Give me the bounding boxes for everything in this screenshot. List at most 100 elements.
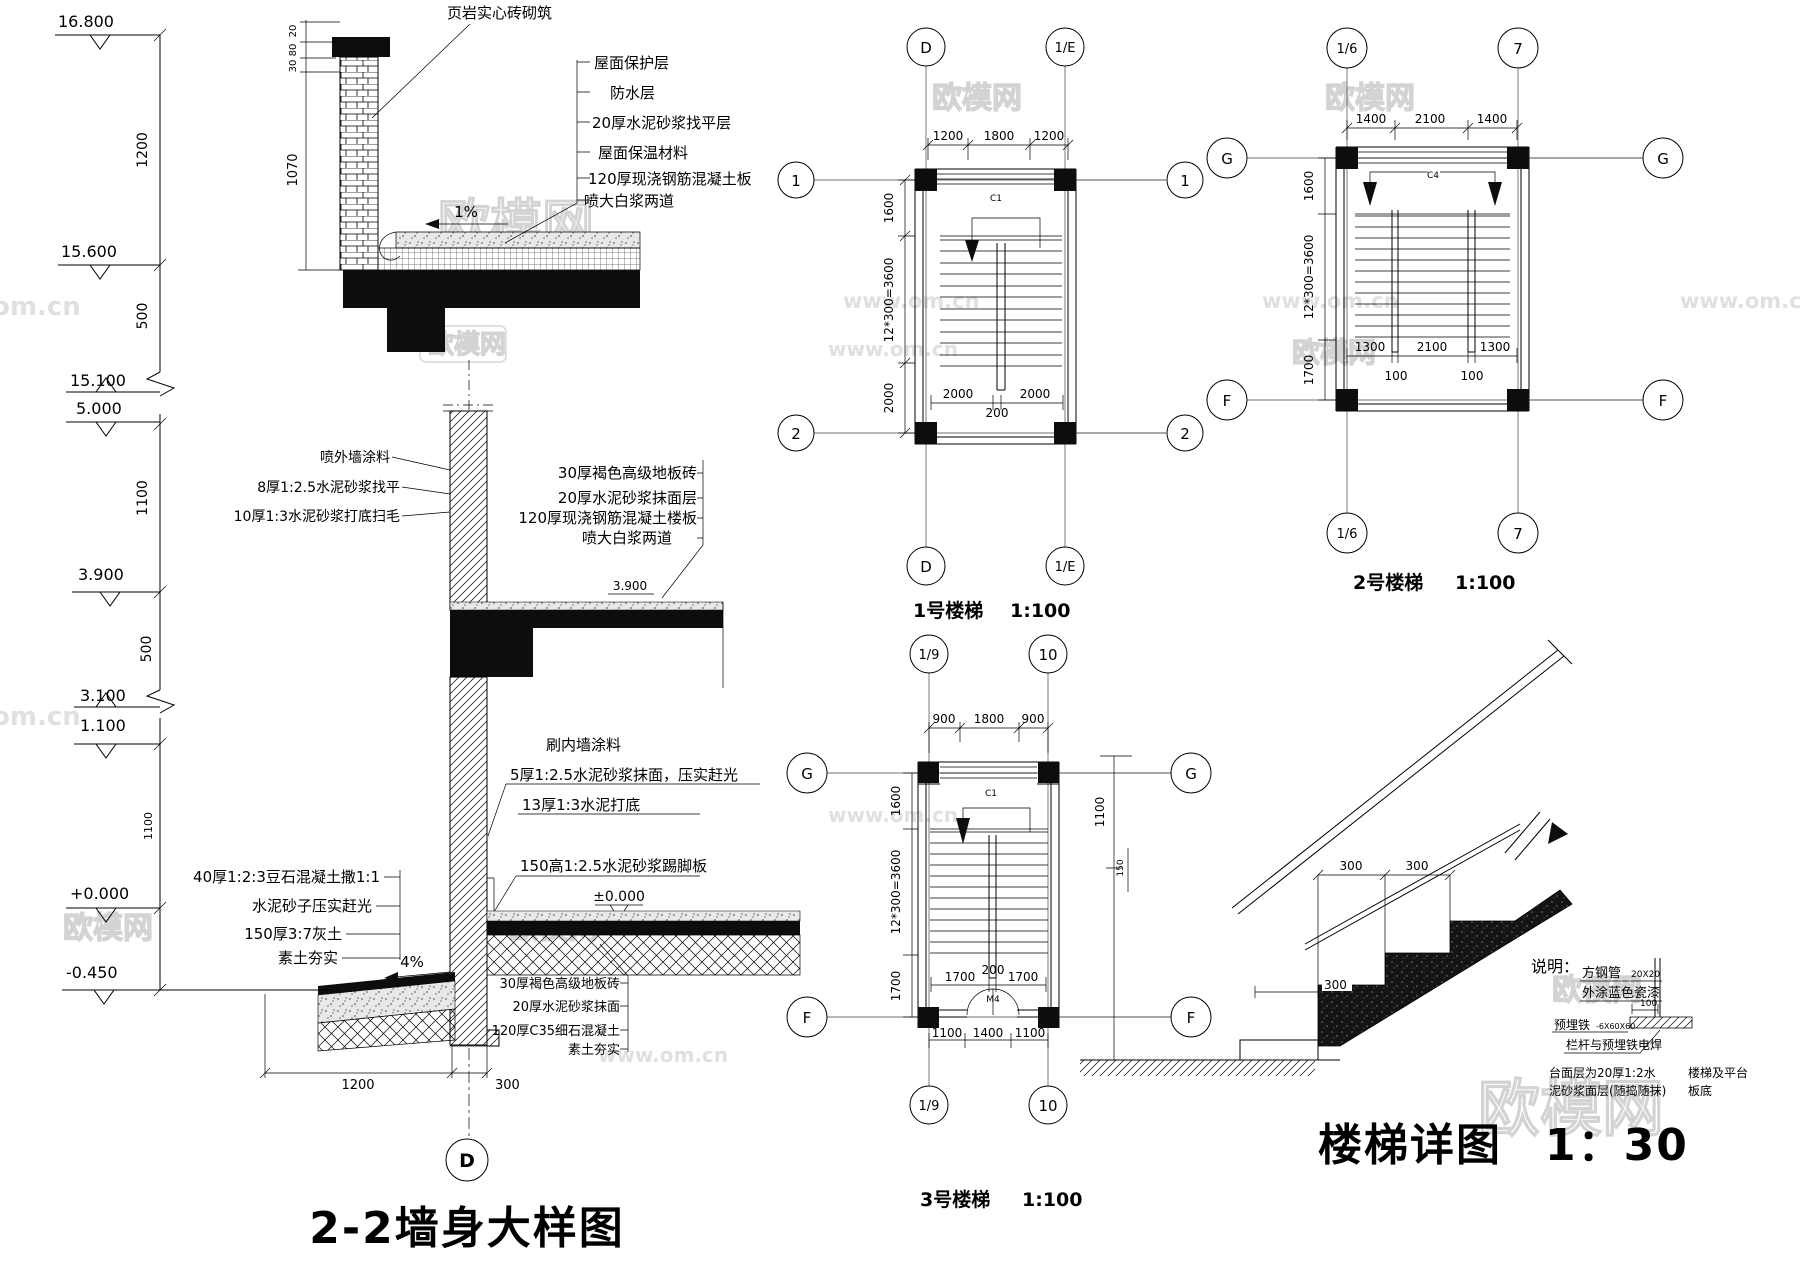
roof-beam bbox=[387, 308, 445, 352]
stair2-dim: 1700 bbox=[1302, 355, 1316, 386]
dim-1100: 1100 bbox=[142, 812, 155, 840]
elevation-m450: -0.450 bbox=[66, 963, 118, 982]
elevation-0000: +0.000 bbox=[70, 884, 129, 903]
stair1-scale: 1:100 bbox=[1010, 600, 1070, 622]
watermark-brand: 欧模网 bbox=[1552, 973, 1642, 1008]
dim-bottom-300: 300 bbox=[495, 1078, 520, 1093]
ground-right-3: 120厚C35细石混凝土 bbox=[492, 1023, 620, 1039]
grid-bubble: D bbox=[920, 558, 932, 576]
stair3-dim: 1700 bbox=[945, 970, 976, 984]
note-surface-right-1: 楼梯及平台 bbox=[1688, 1065, 1748, 1080]
window-label-C4: C4 bbox=[1427, 171, 1439, 181]
stair3-dim: 1100 bbox=[1015, 1026, 1046, 1040]
mid-level-label: 3.900 bbox=[613, 579, 647, 593]
ground-left-4: 素土夯实 bbox=[278, 949, 338, 967]
roof-insulation bbox=[378, 248, 640, 270]
apron-slab bbox=[318, 972, 455, 995]
stair3-dim: 1400 bbox=[973, 1026, 1004, 1040]
grid-bubble: 1 bbox=[1180, 172, 1190, 190]
elevation-16800: 16.800 bbox=[58, 12, 114, 31]
grid-bubble: 1/9 bbox=[919, 1099, 940, 1114]
detail-scale: 1：30 bbox=[1545, 1120, 1689, 1171]
watermark-brand: 欧模网 bbox=[1292, 336, 1376, 369]
detail-dim-300: 300 bbox=[1406, 859, 1429, 873]
grid-bubble: 1/9 bbox=[919, 648, 940, 663]
grid-bubble: 2 bbox=[1180, 425, 1190, 443]
grid-bubble: F bbox=[1187, 1009, 1196, 1027]
grid-bubble-D-label: D bbox=[459, 1150, 475, 1172]
brick-label: 页岩实心砖砌筑 bbox=[447, 4, 552, 22]
mid-floor-3: 120厚现浇钢筋混凝土楼板 bbox=[518, 509, 697, 527]
footing-step bbox=[487, 1030, 499, 1046]
notes-label: 说明： bbox=[1531, 957, 1579, 976]
dim-1100: 1100 bbox=[135, 480, 151, 516]
dim-bottom-1200: 1200 bbox=[341, 1078, 374, 1093]
ground-left-3: 150厚3:7灰土 bbox=[244, 925, 342, 943]
note-surface-1: 台面层为20厚1:2水 bbox=[1549, 1065, 1656, 1080]
stair3-dim: 1700 bbox=[889, 971, 903, 1002]
wall-section: 16.800 15.600 15.100 5.000 3.900 3.100 1… bbox=[55, 4, 800, 1254]
stair2-title: 2号楼梯 bbox=[1353, 571, 1423, 594]
ground-right-4: 素土夯实 bbox=[568, 1043, 620, 1058]
elevation-1100: 1.100 bbox=[80, 716, 126, 735]
roof-layer-4: 屋面保温材料 bbox=[598, 144, 688, 162]
roof-protective-layer bbox=[396, 232, 640, 248]
note-weld: 栏杆与预埋铁电焊 bbox=[1566, 1037, 1662, 1052]
elevation-15600: 15.600 bbox=[61, 242, 117, 261]
stair2-dim: 100 bbox=[1385, 369, 1408, 383]
landing-slab bbox=[1240, 1040, 1318, 1060]
ground-right-2: 20厚水泥砂浆抹面 bbox=[512, 1000, 620, 1015]
window-label-C1: C1 bbox=[990, 194, 1002, 204]
mid-floor-2: 20厚水泥砂浆抹面层 bbox=[558, 489, 697, 507]
embed-plate bbox=[1630, 1017, 1692, 1028]
stair1-dim: 1200 bbox=[1034, 129, 1065, 143]
elevation-markers: 16.800 15.600 15.100 5.000 3.900 3.100 1… bbox=[55, 12, 160, 1004]
grid-bubble: G bbox=[1185, 765, 1197, 783]
watermark-brand: 欧模网 bbox=[63, 911, 153, 946]
stair2-down-arrow bbox=[1488, 182, 1502, 206]
int-finish-2: 5厚1:2.5水泥砂浆抹面，压实赶光 bbox=[510, 766, 738, 784]
door-label-M4: M4 bbox=[986, 995, 1000, 1005]
mid-floor-4: 喷大白浆两道 bbox=[582, 529, 672, 547]
dim-1070: 1070 bbox=[286, 153, 301, 186]
watermark-url: www.om.cn bbox=[843, 289, 980, 313]
stair2-dim: 12*300=3600 bbox=[1302, 235, 1316, 320]
grid-bubble: 1/E bbox=[1055, 41, 1076, 56]
dim-500: 500 bbox=[139, 636, 155, 663]
lower-wall-hatch bbox=[450, 677, 487, 1045]
note-surface-2: 泥砂浆面层(随捣随抹) bbox=[1549, 1083, 1666, 1098]
sloped-roof-line bbox=[1232, 640, 1572, 914]
skirting-line bbox=[487, 878, 494, 913]
grid-bubble: 1/6 bbox=[1337, 42, 1358, 57]
stair2-scale: 1:100 bbox=[1455, 572, 1515, 594]
stair2-dim: 1400 bbox=[1477, 112, 1508, 126]
grid-bubble: 2 bbox=[791, 425, 801, 443]
mid-wall-hatch bbox=[450, 411, 487, 610]
dim-20: 20 bbox=[288, 25, 299, 38]
stair3-dim: 200 bbox=[982, 963, 1005, 977]
stair-plan-3: C1 M4 900 1800 900 1600 12*300=3600 1700… bbox=[787, 635, 1211, 1211]
grid-bubble: F bbox=[1659, 392, 1668, 410]
stair2-dim: 1600 bbox=[1302, 171, 1316, 202]
wall-vertical-dims: 1200 500 1100 500 1100 bbox=[135, 132, 155, 840]
stair1-dim: 2000 bbox=[1020, 387, 1051, 401]
stair1-dim: 2000 bbox=[943, 387, 974, 401]
stair-plan-1: C1 1200 1800 1200 1600 12*300=3600 2000 … bbox=[778, 28, 1203, 622]
roof-layer-1: 屋面保护层 bbox=[594, 54, 669, 72]
stair3-scale: 1:100 bbox=[1022, 1189, 1082, 1211]
detail-dim-300: 300 bbox=[1340, 859, 1363, 873]
note-100: 100 bbox=[1640, 999, 1657, 1009]
watermark-brand-large: 欧模网 bbox=[1478, 1072, 1664, 1145]
mid-slab bbox=[533, 610, 723, 628]
window-label-C1: C1 bbox=[985, 789, 997, 799]
stair3-dim: 1800 bbox=[974, 712, 1005, 726]
floor-zero-label: ±0.000 bbox=[593, 889, 645, 905]
stair1-dim: 1600 bbox=[882, 193, 896, 224]
roof-slab bbox=[343, 270, 640, 308]
stair3-dim: 1100 bbox=[932, 1026, 963, 1040]
grid-bubble: 10 bbox=[1038, 1097, 1057, 1115]
stair2-treads bbox=[1355, 214, 1510, 337]
stair2-down-arrow bbox=[1363, 182, 1377, 206]
roof-layer-3: 20厚水泥砂浆找平层 bbox=[592, 114, 731, 132]
